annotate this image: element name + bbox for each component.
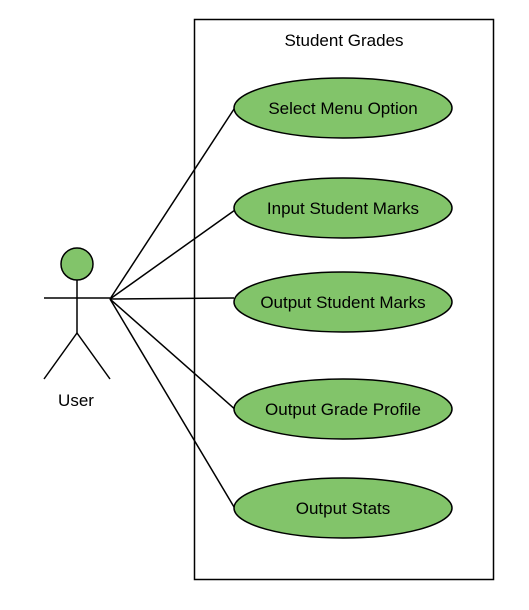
use-case-input-student-marks: Input Student Marks bbox=[233, 177, 453, 239]
association-output-stats bbox=[109, 298, 238, 513]
actor-head bbox=[60, 247, 94, 281]
use-case-output-stats: Output Stats bbox=[233, 477, 453, 539]
use-case-label: Output Grade Profile bbox=[265, 400, 421, 419]
use-case-ellipse bbox=[233, 77, 453, 139]
use-case-label: Select Menu Option bbox=[268, 99, 417, 118]
use-case-ellipse bbox=[233, 378, 453, 440]
system-title: Student Grades bbox=[284, 31, 403, 50]
use-case-label: Input Student Marks bbox=[267, 199, 419, 218]
use-case-select-menu-option: Select Menu Option bbox=[233, 77, 453, 139]
actor-right-leg bbox=[76, 332, 111, 380]
use-case-ellipse bbox=[233, 177, 453, 239]
actor-user bbox=[43, 247, 111, 380]
use-case-output-student-marks: Output Student Marks bbox=[233, 271, 453, 333]
association-input-student-marks bbox=[109, 209, 236, 300]
use-case-output-grade-profile: Output Grade Profile bbox=[233, 378, 453, 440]
association-output-student-marks bbox=[109, 297, 235, 300]
actor-label: User bbox=[58, 391, 94, 410]
use-case-label: Output Student Marks bbox=[260, 293, 425, 312]
use-case-label: Output Stats bbox=[296, 499, 391, 518]
use-case-ellipse bbox=[233, 271, 453, 333]
association-select-menu-option bbox=[109, 105, 237, 300]
system-boundary bbox=[193, 18, 495, 581]
associations bbox=[109, 105, 238, 513]
association-output-grade-profile bbox=[109, 298, 238, 412]
actor-left-leg bbox=[43, 332, 78, 380]
use-case-ellipse bbox=[233, 477, 453, 539]
